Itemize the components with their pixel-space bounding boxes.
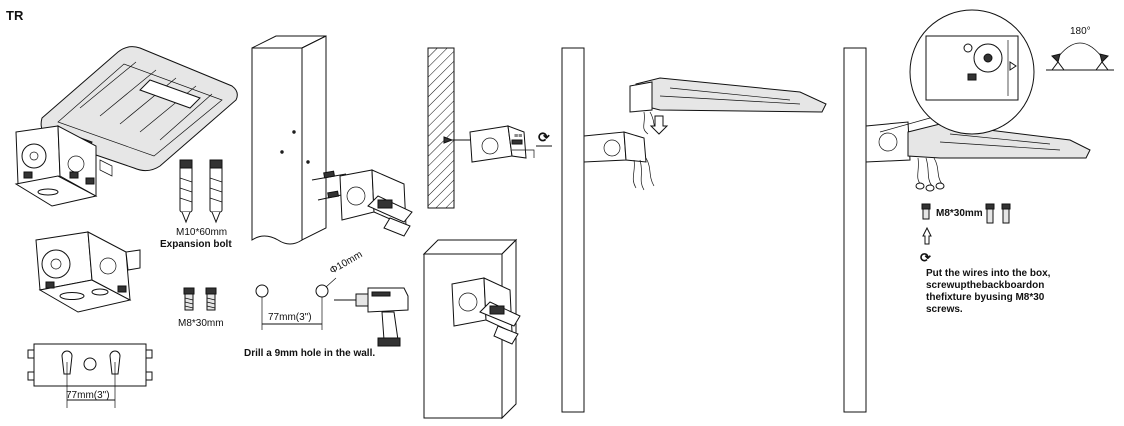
rotation-angle-diagram [1046, 42, 1114, 71]
final-instruction-line-3: thefixture byusing M8*30 [926, 292, 1045, 303]
pole-with-bracket [251, 35, 413, 245]
svg-text:≡≡: ≡≡ [514, 133, 522, 140]
down-arrow-icon [649, 115, 669, 135]
rotation-angle: 180° [1070, 26, 1091, 37]
expansion-bolts [179, 159, 223, 224]
mounting-bracket [35, 231, 141, 313]
power-drill [334, 287, 409, 347]
tighten-symbol: ⟳ [538, 129, 550, 145]
pole-fixture-assembly [561, 47, 827, 413]
final-instruction-line-4: screws. [926, 304, 963, 315]
final-instruction-line-1: Put the wires into the box, [926, 268, 1051, 279]
drill-holes [255, 277, 337, 330]
expansion-bolt-name: Expansion bolt [160, 239, 232, 250]
screw-size-right: M8*30mm [936, 208, 983, 219]
slot-spacing-bracket: 77mm(3") [66, 390, 110, 401]
final-assembly [843, 9, 1091, 413]
drill-instruction: Drill a 9mm hole in the wall. [244, 348, 375, 359]
up-arrow-icon [922, 226, 932, 245]
expansion-bolt-size: M10*60mm [176, 227, 227, 238]
hatched-wall-section: ≡≡ [427, 47, 535, 209]
bracket-back-plate [27, 343, 153, 408]
final-instruction: Put the wires into the box, screwuptheba… [926, 268, 1053, 315]
fixture-with-bracket [14, 46, 238, 207]
rotate-arrow-icon: ⟳ [920, 250, 931, 265]
final-instruction-line-2: screwupthebackboardon [926, 280, 1044, 291]
screws-m8-right [921, 203, 1011, 245]
drill-bit-size: Φ10mm [328, 249, 364, 276]
corner-label: TR [6, 8, 24, 23]
screw-size-left: M8*30mm [178, 318, 224, 329]
wall-with-bracket [422, 238, 521, 420]
hole-spacing-wall: 77mm(3") [268, 312, 312, 323]
screws-m8-left [183, 287, 217, 311]
